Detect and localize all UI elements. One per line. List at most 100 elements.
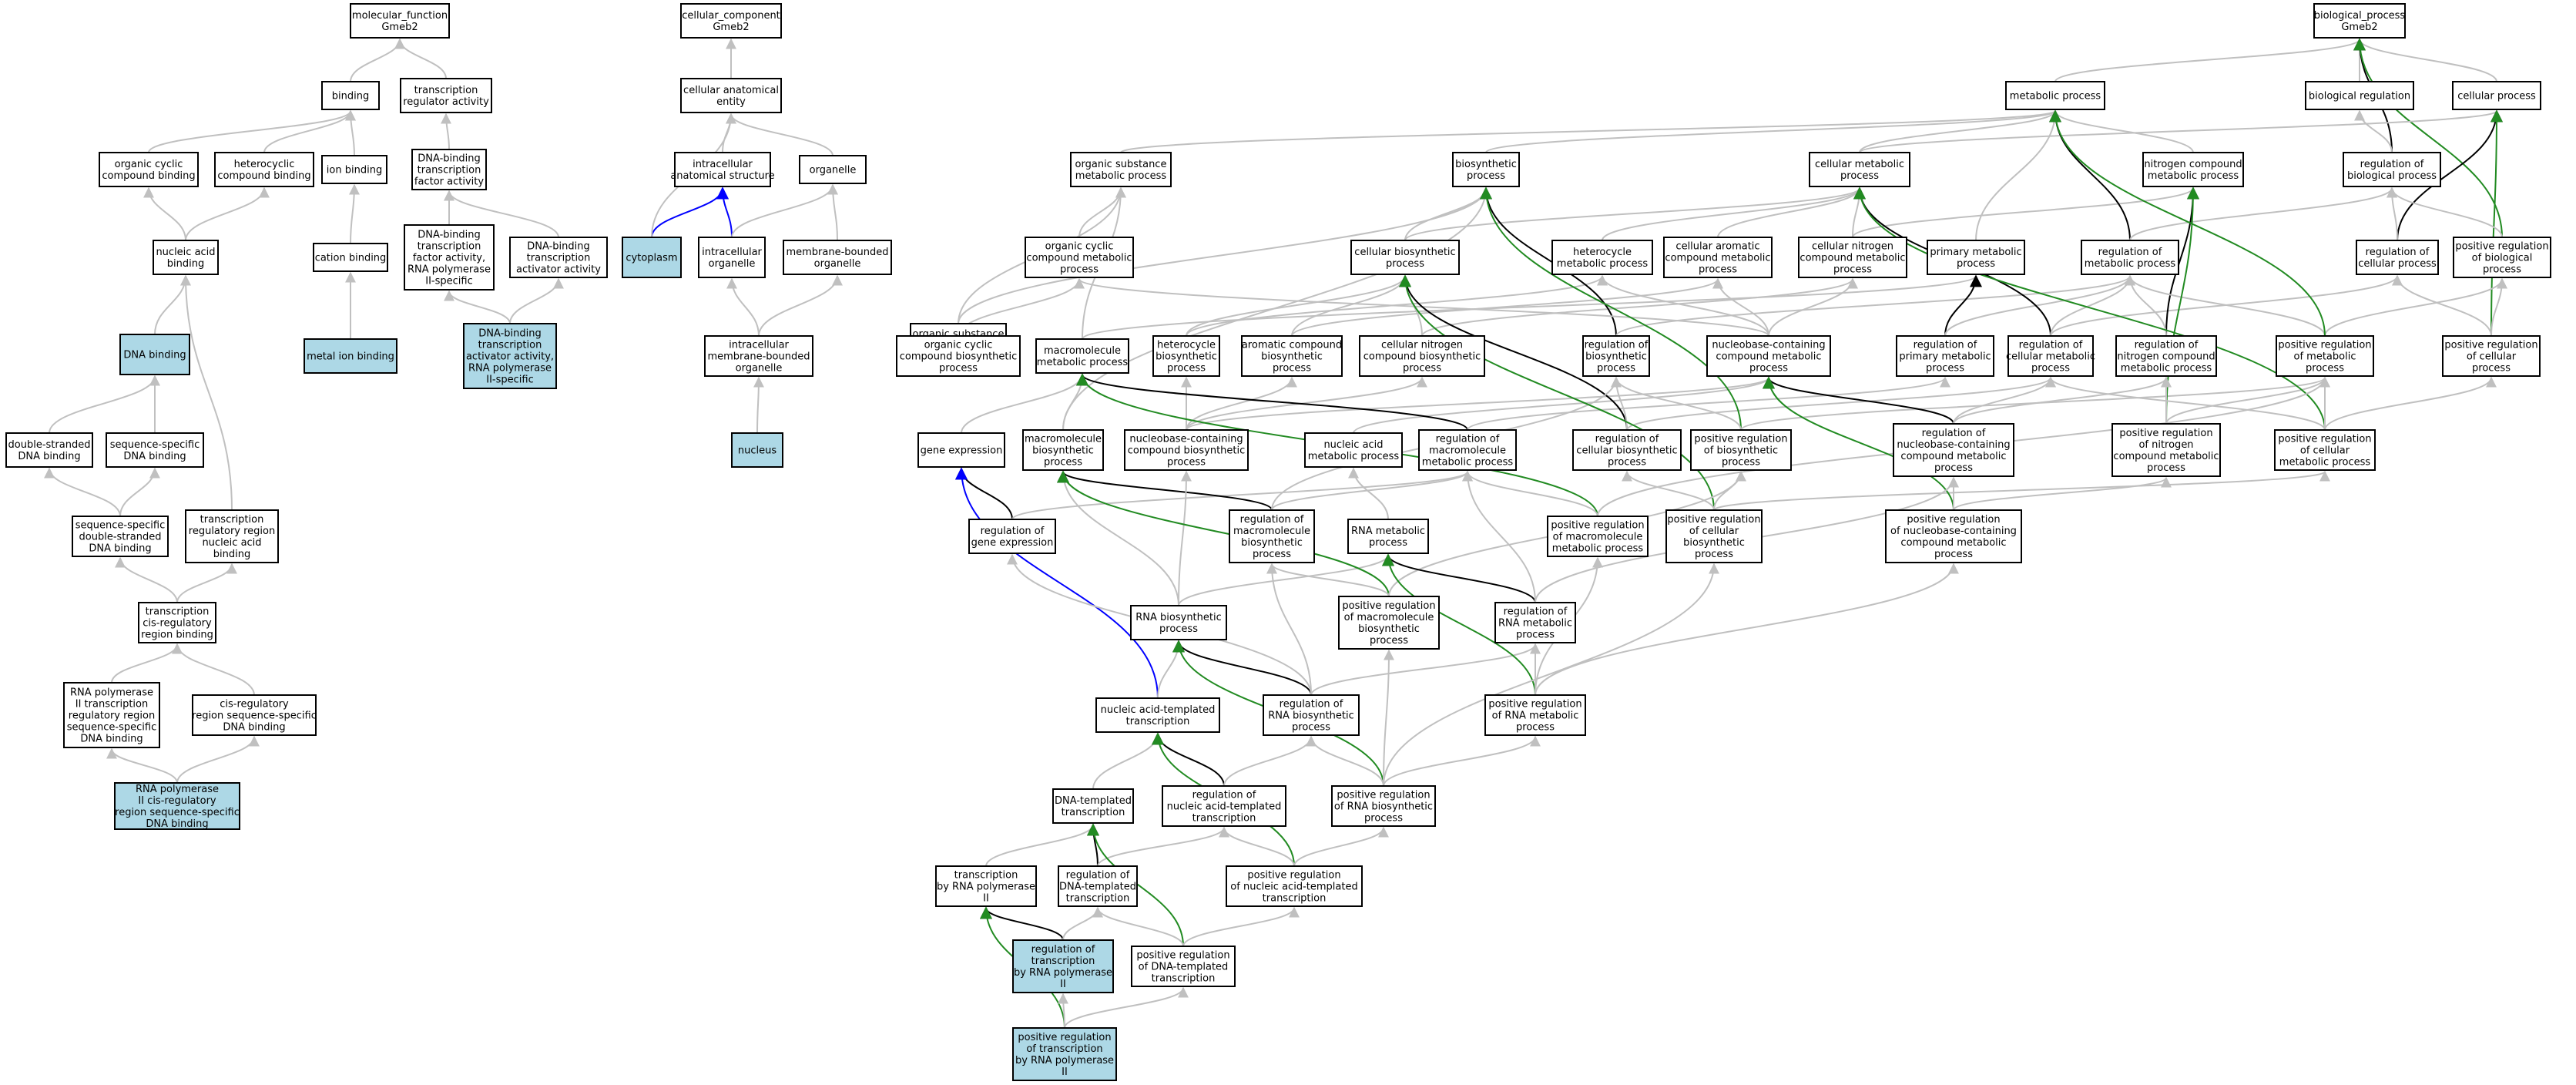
go-term-node-dna_b[interactable]: DNA binding [119, 334, 190, 375]
edge-posregcmp-to-posregcp [2324, 376, 2497, 431]
go-term-node-geneexp[interactable]: gene expression [917, 432, 1005, 468]
edge-posregcp-to-regcp [2392, 274, 2492, 337]
node-box [1338, 596, 1440, 650]
node-box [1347, 519, 1429, 554]
go-term-node-binding[interactable]: binding [321, 81, 380, 110]
go-term-node-metalion[interactable]: metal ion binding [304, 338, 397, 374]
go-term-node-metab[interactable]: metabolic process [2005, 81, 2105, 110]
edge-binding-to-mf [350, 38, 405, 82]
go-term-node-cytoplasm[interactable]: cytoplasm [622, 237, 682, 278]
edge-na_b-to-orgcyc_b [143, 186, 186, 241]
go-term-node-bioreg[interactable]: biological regulation [2305, 81, 2414, 110]
go-term-node-cation_b[interactable]: cation binding [313, 243, 388, 272]
go-term-node-ion_b[interactable]: ion binding [321, 155, 387, 184]
go-term-node-cellproc[interactable]: cellular process [2452, 81, 2541, 110]
go-term-node-nucleus[interactable]: nucleus [731, 432, 783, 468]
go-term-node-organelle[interactable]: organelle [799, 155, 867, 184]
